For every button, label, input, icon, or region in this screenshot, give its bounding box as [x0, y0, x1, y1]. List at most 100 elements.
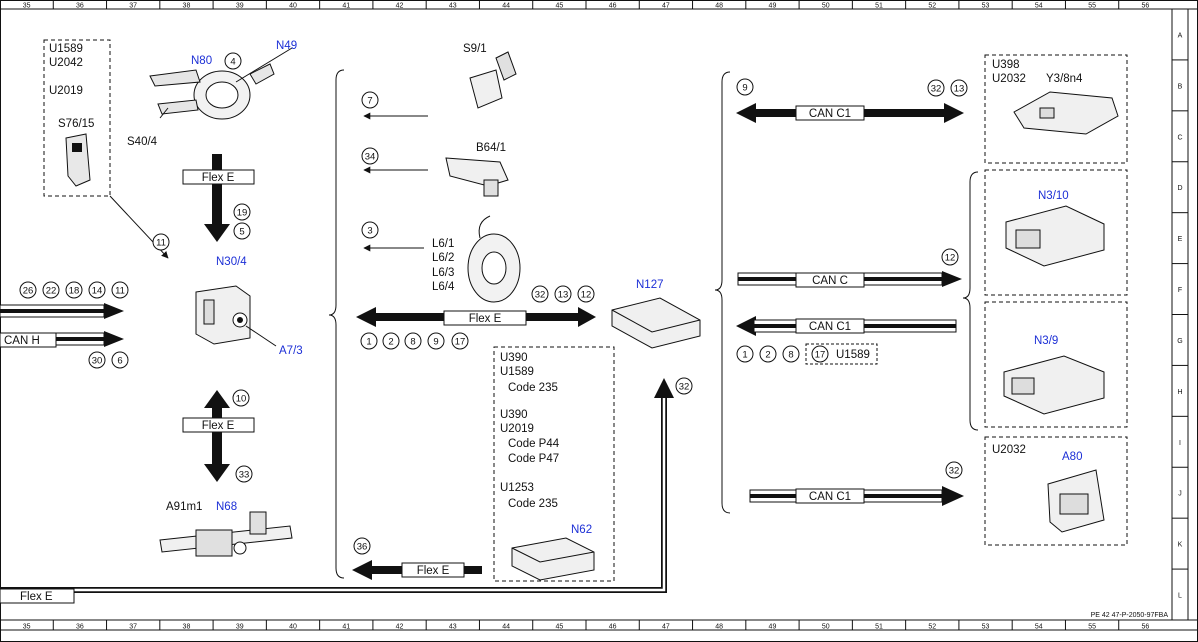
middle-brace — [328, 69, 345, 579]
circle-22: 22 — [46, 286, 57, 297]
designator-n49: N49 — [276, 40, 297, 52]
ruler-column-bottom-48: 48 — [715, 624, 723, 631]
code-u398: U398 — [992, 59, 1020, 71]
ruler-column-top-49: 49 — [769, 3, 777, 10]
ruler-row-J: J — [1178, 491, 1182, 498]
circle-12: 12 — [945, 253, 956, 264]
code-u1589: U1589 — [49, 43, 83, 55]
ruler-column-bottom-54: 54 — [1035, 624, 1043, 631]
ruler-column-bottom-56: 56 — [1141, 624, 1149, 631]
circle-7: 7 — [367, 96, 372, 107]
circle-36: 36 — [357, 542, 368, 553]
ruler-row-G: G — [1177, 338, 1182, 345]
can-c1-label-top: CAN C1 — [809, 108, 851, 120]
circle-9: 9 — [742, 83, 747, 94]
flex-e-double-arrow — [182, 390, 255, 482]
control-unit-n62-icon — [511, 537, 595, 581]
ruler-column-top-44: 44 — [502, 3, 510, 10]
label-l6-4: L6/4 — [432, 281, 455, 293]
circle-5: 5 — [239, 227, 244, 238]
code-u390-a: U390 — [500, 352, 528, 364]
designator-a80: A80 — [1062, 451, 1082, 463]
ruler-column-top-52: 52 — [928, 3, 936, 10]
module-a80-icon — [1047, 469, 1105, 533]
powertrain-control-unit-icon — [611, 297, 701, 349]
code-u390-b: U390 — [500, 409, 528, 421]
can-c1-label-mid: CAN C1 — [809, 321, 851, 333]
ruler-column-bottom-50: 50 — [822, 624, 830, 631]
transmission-control-icon — [1013, 91, 1119, 135]
circle-11b: 11 — [115, 286, 125, 297]
ruler-column-bottom-42: 42 — [396, 624, 404, 631]
designator-n62: N62 — [571, 524, 592, 536]
option-box-n3-10 — [984, 169, 1128, 296]
ruler-column-top-48: 48 — [715, 3, 723, 10]
ruler-column-bottom-51: 51 — [875, 624, 883, 631]
circle-18: 18 — [69, 286, 80, 297]
label-l6-3: L6/3 — [432, 267, 454, 279]
ruler-column-bottom-45: 45 — [555, 624, 563, 631]
pressure-sensor-icon — [445, 157, 509, 197]
circle-14: 14 — [92, 286, 103, 297]
ruler-column-top-56: 56 — [1141, 3, 1149, 10]
circle-13-flex: 13 — [558, 290, 569, 301]
designator-a7-3: A7/3 — [279, 345, 303, 357]
code-u2032: U2032 — [992, 444, 1026, 456]
right-ecu-brace — [962, 171, 979, 431]
circle-2: 2 — [765, 350, 770, 361]
circle-32-top: 32 — [931, 84, 942, 95]
code-p47: Code P47 — [508, 453, 559, 465]
ruler-row-F: F — [1178, 287, 1182, 294]
ruler-row-E: E — [1178, 236, 1183, 243]
circle-33: 33 — [239, 470, 250, 481]
ruler-column-top-43: 43 — [449, 3, 457, 10]
can-c1-label-bottom: CAN C1 — [809, 491, 851, 503]
label-a91m1: A91m1 — [166, 501, 202, 513]
circle-30: 30 — [92, 356, 103, 367]
option-box-middle — [493, 346, 615, 582]
ruler-column-top-45: 45 — [555, 3, 563, 10]
wheel-speed-sensor-icon — [467, 215, 521, 303]
ruler-column-top-51: 51 — [875, 3, 883, 10]
flex-e-label-mid: Flex E — [202, 420, 235, 432]
switch-s76-15-icon — [65, 133, 91, 187]
option-box-a80 — [984, 436, 1128, 546]
circle-6: 6 — [117, 356, 122, 367]
circle-4: 4 — [230, 57, 235, 68]
designator-n3-9: N3/9 — [1034, 335, 1058, 347]
code-u1589: U1589 — [500, 366, 534, 378]
code-235-a: Code 235 — [508, 382, 558, 394]
can-c-label: CAN C — [812, 275, 848, 287]
ruler-row-C: C — [1177, 134, 1182, 141]
code-u1253: U1253 — [500, 482, 534, 494]
circle-17: 17 — [815, 350, 826, 361]
ruler-column-top-50: 50 — [822, 3, 830, 10]
option-box-right-top — [984, 54, 1128, 164]
circle-8-flex: 8 — [410, 337, 415, 348]
ruler-column-top-40: 40 — [289, 3, 297, 10]
ruler-column-bottom-38: 38 — [183, 624, 191, 631]
flex-e-down-arrow — [182, 154, 255, 242]
flex-e-label-middle: Flex E — [469, 313, 502, 325]
ruler-column-top-53: 53 — [982, 3, 990, 10]
code-u1589-right: U1589 — [836, 349, 870, 361]
ruler-column-top-36: 36 — [76, 3, 84, 10]
ruler-row-H: H — [1177, 389, 1182, 396]
steering-rack-icon — [159, 511, 293, 557]
ruler-column-bottom-44: 44 — [502, 624, 510, 631]
label-y3-8n4: Y3/8n4 — [1046, 73, 1083, 85]
ruler-column-bottom-52: 52 — [928, 624, 936, 631]
ruler-column-bottom-49: 49 — [769, 624, 777, 631]
flex-e-horizontal-double-arrow — [356, 307, 596, 327]
ruler-column-bottom-39: 39 — [236, 624, 244, 631]
esp-unit-icon — [195, 285, 251, 345]
circle-9-flex: 9 — [433, 337, 438, 348]
circle-2-flex: 2 — [388, 337, 393, 348]
document-code: PE 42 47-P-2050-97FBA — [1091, 612, 1169, 619]
designator-n3-10: N3/10 — [1038, 190, 1069, 202]
code-235-b: Code 235 — [508, 498, 558, 510]
flex-e-left-arrow-lower — [352, 560, 482, 580]
ruler-column-bottom-40: 40 — [289, 624, 297, 631]
label-s76-15: S76/15 — [58, 118, 94, 130]
